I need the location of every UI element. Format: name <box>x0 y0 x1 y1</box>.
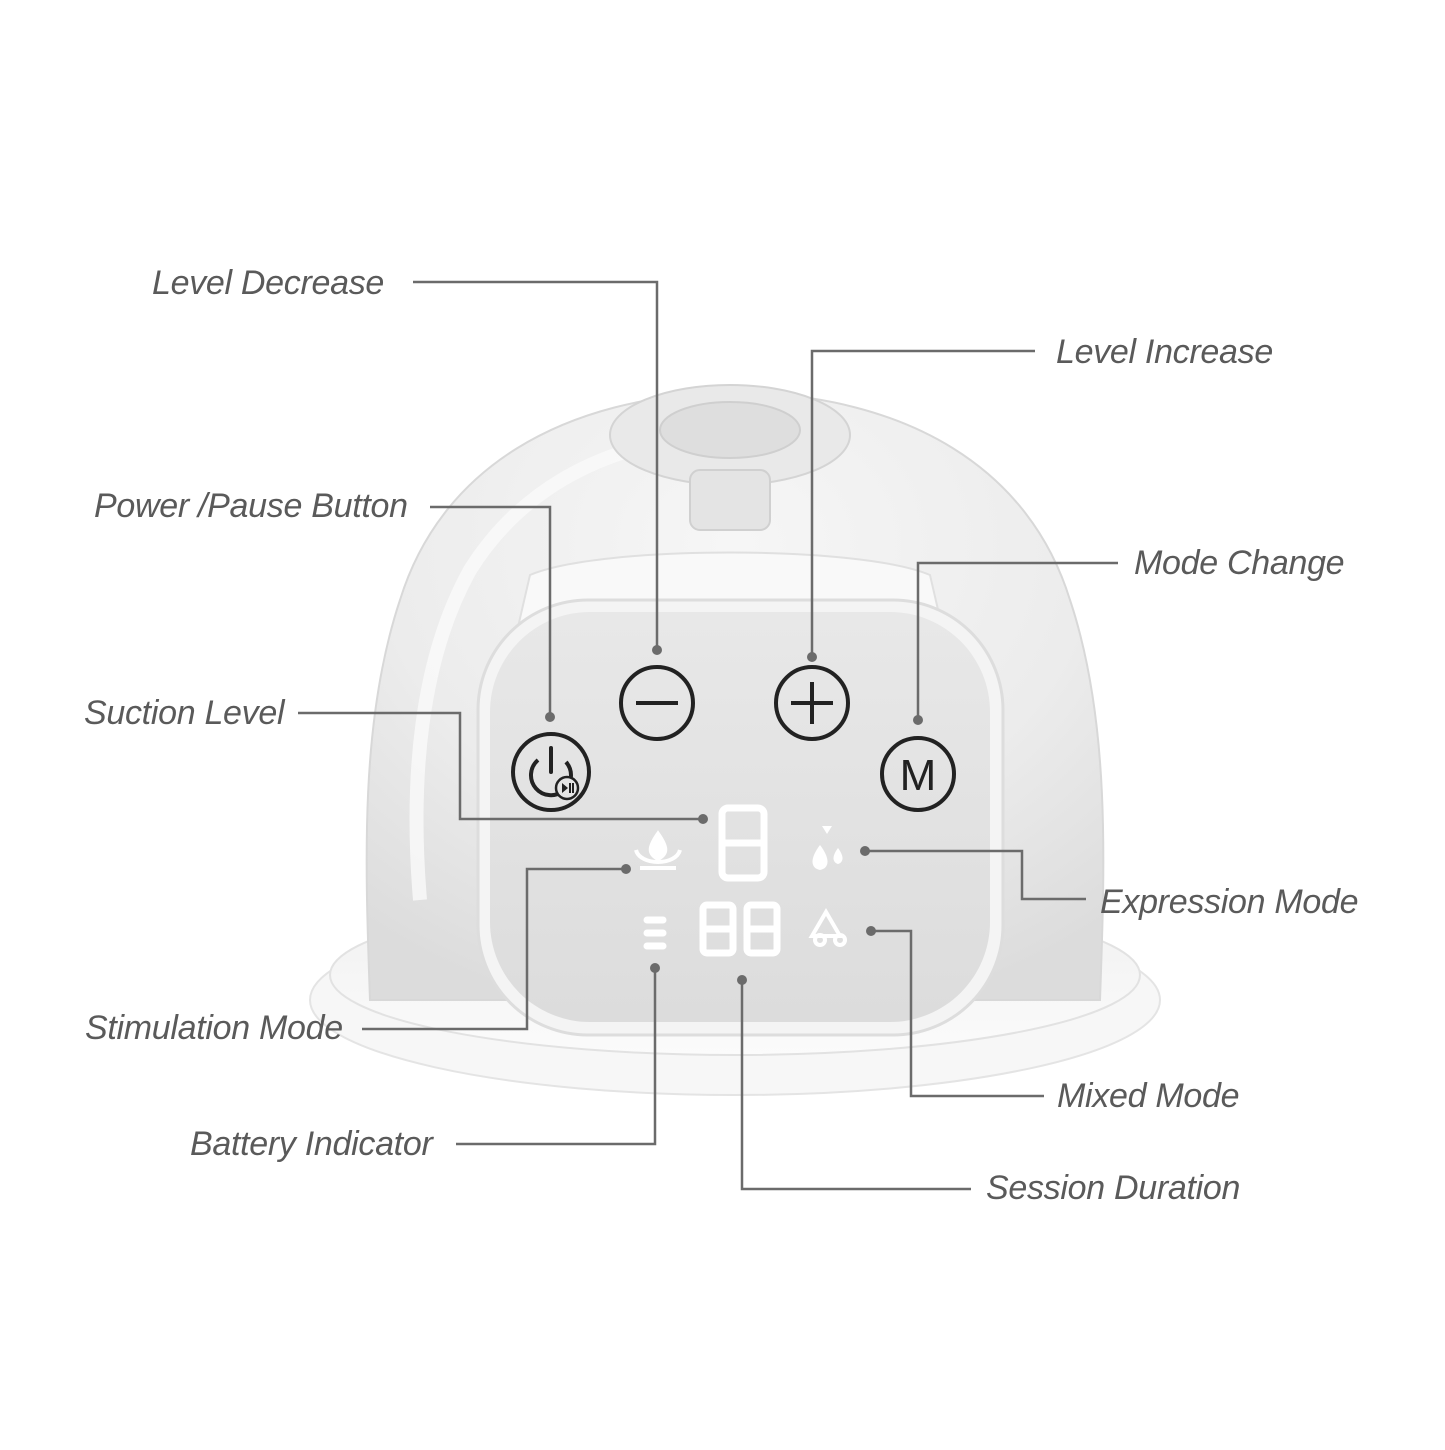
session-duration-digits <box>699 901 781 957</box>
level-increase-button[interactable] <box>774 665 850 741</box>
label-level-increase: Level Increase <box>1056 333 1273 371</box>
valve-stem <box>689 469 771 531</box>
callout-session-duration <box>740 980 971 1191</box>
callout-level-increase <box>810 349 1035 657</box>
callout-mode-change <box>916 561 1118 720</box>
stimulation-mode-icon <box>634 830 682 870</box>
callout-power-pause <box>430 505 552 717</box>
label-battery-indicator: Battery Indicator <box>190 1125 433 1163</box>
label-session-duration: Session Duration <box>986 1169 1241 1207</box>
label-suction-level: Suction Level <box>84 694 285 732</box>
expression-mode-icon <box>812 826 843 870</box>
callout-level-decrease <box>413 280 659 650</box>
control-panel <box>490 612 990 1022</box>
lcd-display <box>643 804 781 957</box>
callout-lines <box>298 280 1118 1191</box>
label-mode-change: Mode Change <box>1134 544 1345 582</box>
power-pause-icon <box>511 732 591 812</box>
mode-change-button[interactable]: M <box>880 736 956 812</box>
callout-stimulation-mode <box>362 867 626 1031</box>
minus-icon <box>619 665 695 741</box>
callout-mixed-mode <box>871 929 1044 1098</box>
callout-dots <box>545 645 923 985</box>
label-stimulation-mode: Stimulation Mode <box>85 1009 343 1047</box>
label-mixed-mode: Mixed Mode <box>1057 1077 1240 1115</box>
mode-m-icon <box>880 736 956 812</box>
pump-body <box>309 384 1161 1096</box>
label-power-pause: Power /Pause Button <box>94 487 408 525</box>
power-pause-button[interactable] <box>511 732 591 812</box>
suction-level-digit <box>718 804 768 882</box>
label-expression-mode: Expression Mode <box>1100 883 1359 921</box>
callout-battery-indicator <box>456 968 657 1146</box>
callout-expression-mode <box>865 849 1086 901</box>
mixed-mode-icon <box>808 908 847 947</box>
plus-icon <box>774 665 850 741</box>
callout-suction-level <box>298 711 703 821</box>
dome-highlight <box>409 433 681 901</box>
valve-top-inner <box>659 401 801 459</box>
battery-bars-icon <box>643 916 667 950</box>
mode-m-glyph: M <box>900 751 937 800</box>
label-level-decrease: Level Decrease <box>152 264 385 302</box>
level-decrease-button[interactable] <box>619 665 695 741</box>
